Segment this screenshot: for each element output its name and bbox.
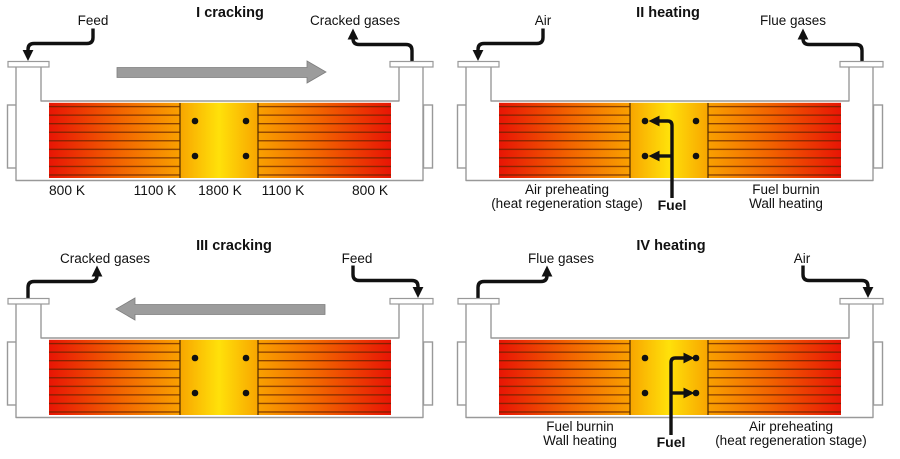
right-zone-label-line1: Air preheating: [749, 419, 833, 434]
right-zone-label-line1: Fuel burnin: [752, 182, 820, 197]
inlet-arrow-icon: [470, 26, 545, 63]
outlet-arrow-icon: [795, 26, 864, 64]
zone-labels: Air preheating (heat regeneration stage)…: [491, 182, 823, 213]
inlet-arrow-icon: [801, 263, 876, 300]
panel-stage-2-heating: II heating Air Flue gases Air preheating…: [450, 0, 900, 230]
temperature-label: 800 K: [49, 183, 86, 198]
right-zone-label-line2: Wall heating: [749, 196, 823, 211]
temperature-label: 1100 K: [262, 183, 306, 198]
outlet-arrow-icon: [476, 263, 555, 301]
panel-title: II heating: [636, 5, 700, 21]
outlet-arrow-icon: [26, 263, 105, 301]
right-zone-label-line2: (heat regeneration stage): [715, 433, 867, 448]
right-port-label: Air: [794, 251, 811, 266]
right-port-label: Cracked gases: [310, 13, 400, 28]
temperature-label: 1800 K: [198, 183, 243, 198]
left-zone-label-line2: Wall heating: [543, 433, 617, 448]
vessel-group: [6, 263, 434, 419]
temperature-label: 800 K: [352, 183, 389, 198]
left-zone-label-line2: (heat regeneration stage): [491, 196, 643, 211]
zone-labels: Fuel burnin Wall heating Fuel Air prehea…: [543, 419, 867, 450]
panel-stage-4-heating: IV heating Flue gases Air Fuel burnin Wa…: [450, 230, 900, 459]
left-port-label: Feed: [78, 13, 109, 28]
fuel-label: Fuel: [658, 197, 687, 213]
panel-stage-3-cracking: III cracking Cracked gases Feed: [0, 230, 450, 459]
outlet-arrow-icon: [345, 26, 414, 64]
left-zone-label-line1: Fuel burnin: [546, 419, 614, 434]
left-port-label: Cracked gases: [60, 251, 150, 266]
inlet-arrow-icon: [20, 26, 95, 63]
temperature-label: 1100 K: [134, 183, 178, 198]
temperature-labels: 800 K 1100 K 1800 K 1100 K 800 K: [49, 183, 389, 198]
panel-2-figure: II heating Air Flue gases Air preheating…: [456, 5, 884, 213]
inlet-arrow-icon: [351, 263, 426, 300]
reactor-vessel: [6, 60, 434, 182]
left-zone-label-line1: Air preheating: [525, 182, 609, 197]
panel-3-figure: III cracking Cracked gases Feed: [6, 238, 434, 419]
panel-title: IV heating: [636, 238, 705, 254]
panel-4-figure: IV heating Flue gases Air Fuel burnin Wa…: [456, 238, 884, 450]
flow-direction-left-arrow-icon: [115, 297, 326, 321]
right-port-label: Flue gases: [760, 13, 826, 28]
right-port-label: Feed: [342, 251, 373, 266]
left-port-label: Flue gases: [528, 251, 594, 266]
panel-title: III cracking: [196, 238, 272, 254]
vessel-group: Fuel burnin Wall heating Fuel Air prehea…: [456, 263, 884, 450]
left-port-label: Air: [535, 13, 552, 28]
panel-title: I cracking: [196, 5, 264, 21]
reactor-vessel: [6, 297, 434, 419]
panel-1-figure: I cracking Feed Cracked gases 800 K 1100…: [6, 5, 434, 198]
fuel-label: Fuel: [657, 434, 686, 450]
flow-direction-right-arrow-icon: [116, 60, 327, 84]
panel-stage-1-cracking: I cracking Feed Cracked gases 800 K 1100…: [0, 0, 450, 230]
